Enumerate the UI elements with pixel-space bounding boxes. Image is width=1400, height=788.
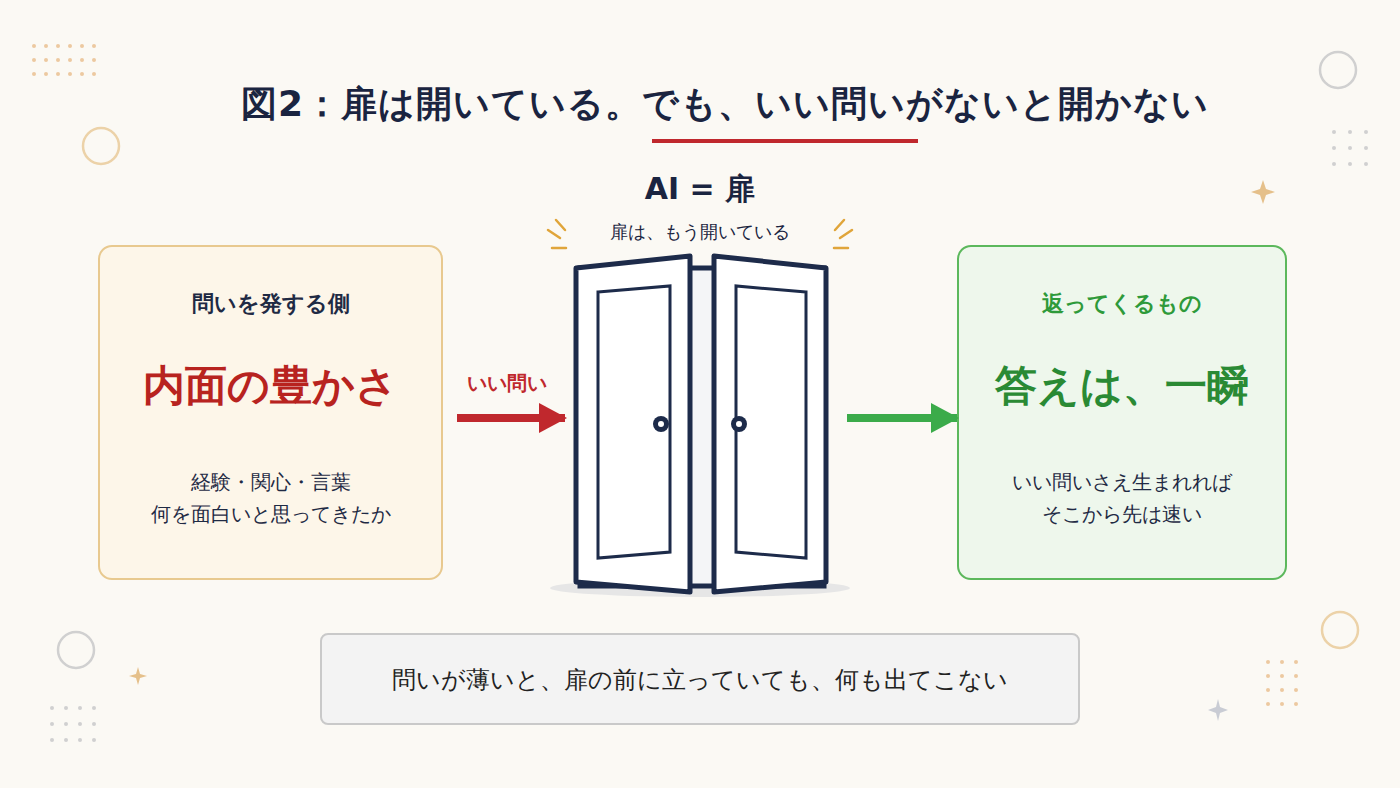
edge-label: いい問い <box>467 370 547 397</box>
deco-circle <box>1322 612 1358 648</box>
sparkle <box>1251 180 1275 204</box>
diagram-title: 図2：扉は開いている。でも、いい問いがないと開かない <box>50 80 1400 129</box>
deco-circle <box>1320 52 1356 88</box>
card-body: 経験・関心・言葉 何を面白いと思ってきたか <box>121 466 421 530</box>
card-heading: 返ってくるもの <box>959 289 1285 319</box>
card-body: いい問いさえ生まれれば そこから先は速い <box>977 466 1267 530</box>
sparkle <box>129 667 147 685</box>
deco-circle <box>58 632 94 668</box>
dot-grid <box>1266 660 1298 706</box>
note-box: 問いが薄いと、扉の前に立っていても、何も出てこない <box>320 633 1080 725</box>
dot-grid <box>50 706 96 742</box>
door-illustration <box>550 256 850 597</box>
note-text: 問いが薄いと、扉の前に立っていても、何も出てこない <box>322 663 1078 697</box>
flow-arrow <box>457 414 565 422</box>
result-card: 返ってくるもの答えは、一瞬いい問いさえ生まれれば そこから先は速い <box>957 245 1287 580</box>
dot-grid <box>1332 130 1368 166</box>
door-node: AI = 扉扉は、もう開いている <box>565 168 835 598</box>
door-caption: 扉は、もう開いている <box>565 220 835 244</box>
flow-arrow <box>847 414 957 422</box>
sparkle <box>1208 699 1228 721</box>
deco-circle <box>83 128 119 164</box>
door-heading: AI = 扉 <box>565 168 835 210</box>
source-card: 問いを発する側内面の豊かさ経験・関心・言葉 何を面白いと思ってきたか <box>98 245 443 580</box>
card-keyword: 内面の豊かさ <box>100 359 441 413</box>
card-keyword: 答えは、一瞬 <box>959 359 1285 413</box>
title-underline <box>652 139 918 143</box>
dot-grid <box>32 44 96 76</box>
card-heading: 問いを発する側 <box>100 289 441 319</box>
sparkle-rays <box>548 220 852 248</box>
